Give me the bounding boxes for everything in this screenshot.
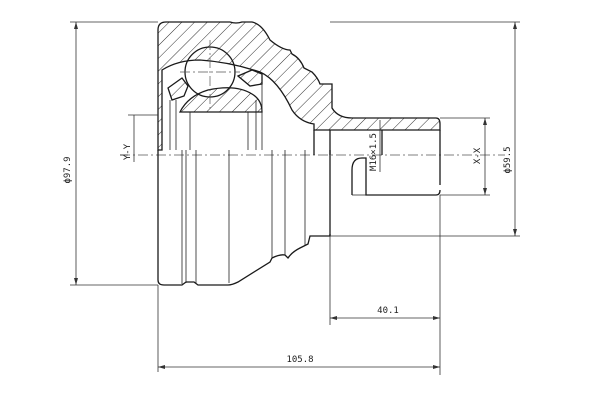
thread-label: M16×1.5: [369, 133, 379, 171]
outer-diameter-label: ϕ97.9: [63, 156, 73, 183]
inner-race: [178, 87, 263, 113]
stub-length-label: 40.1: [377, 306, 399, 316]
dimension-lines: [74, 22, 517, 369]
overall-length-label: 105.8: [286, 355, 313, 365]
section-x-label: X-X: [473, 147, 483, 164]
shaft-diameter-label: ϕ59.5: [503, 146, 513, 173]
bell-body: [157, 84, 331, 286]
threaded-stub: [313, 130, 441, 196]
extension-lines: [70, 21, 520, 375]
housing-section: [157, 21, 441, 151]
cage: [167, 69, 263, 101]
section-y-label: Y-Y: [123, 143, 133, 160]
ball: [180, 40, 240, 110]
dimension-labels: ϕ97.9 ϕ59.5 M16×1.5 Y-Y X-X 40.1 105.8: [63, 133, 513, 365]
